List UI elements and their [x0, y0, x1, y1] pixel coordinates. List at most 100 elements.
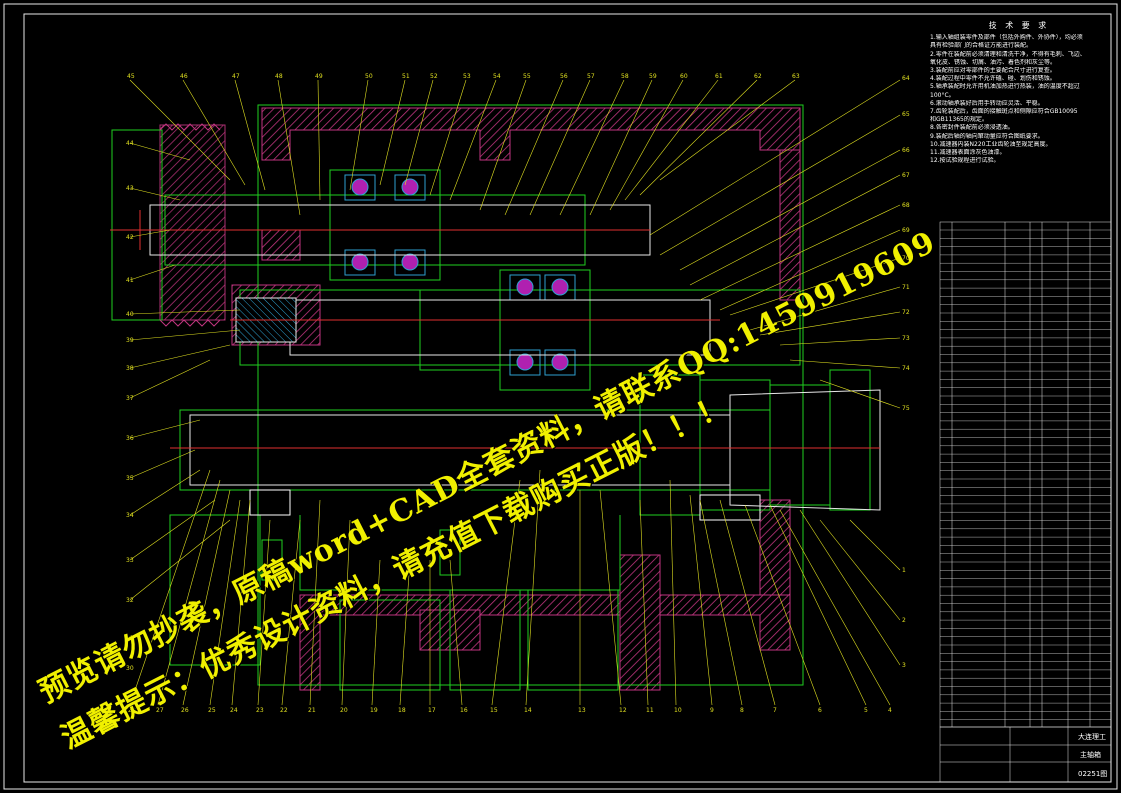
svg-text:1: 1: [902, 567, 906, 574]
notes-lines: 1.输入轴组装零件及部件（包括外购件、外协件），均必须具有检验部门的合格证方能进…: [930, 34, 1108, 165]
svg-text:9: 9: [710, 707, 714, 714]
note-line: 5.轴承装配时允许用机油加热进行热装，油的温度不超过: [930, 83, 1080, 91]
svg-text:44: 44: [126, 140, 134, 147]
svg-text:61: 61: [715, 73, 723, 80]
note-line: 和GB11365的规定。: [930, 116, 988, 124]
svg-text:20: 20: [340, 707, 348, 714]
svg-text:70: 70: [902, 255, 910, 262]
svg-text:21: 21: [308, 707, 316, 714]
svg-text:13: 13: [578, 707, 586, 714]
svg-text:66: 66: [902, 147, 910, 154]
note-line: 11.减速器表面涂灰色油漆。: [930, 149, 1006, 157]
svg-text:29: 29: [126, 695, 134, 702]
title-drawing-name: 主轴箱: [1080, 750, 1101, 759]
title-drawing-number: 02251图: [1078, 770, 1107, 778]
svg-text:30: 30: [126, 665, 134, 672]
bearings: [249, 174, 761, 521]
svg-text:43: 43: [126, 185, 134, 192]
svg-text:2: 2: [902, 617, 906, 624]
svg-text:4: 4: [888, 707, 892, 714]
center-lines: [110, 210, 880, 449]
svg-text:71: 71: [902, 284, 910, 291]
svg-text:53: 53: [463, 73, 471, 80]
svg-text:67: 67: [902, 172, 910, 179]
svg-text:68: 68: [902, 202, 910, 209]
note-line: 1.输入轴组装零件及部件（包括外购件、外协件），均必须: [930, 34, 1083, 42]
parts-list-rows: [940, 229, 1111, 720]
svg-text:73: 73: [902, 335, 910, 342]
svg-text:31: 31: [126, 635, 134, 642]
svg-text:75: 75: [902, 405, 910, 412]
svg-text:28: 28: [128, 707, 136, 714]
svg-text:24: 24: [230, 707, 238, 714]
technical-requirements: 技 术 要 求 1.输入轴组装零件及部件（包括外购件、外协件），均必须具有检验部…: [930, 21, 1108, 165]
svg-text:62: 62: [754, 73, 762, 80]
svg-text:60: 60: [680, 73, 688, 80]
svg-text:14: 14: [524, 707, 532, 714]
svg-text:65: 65: [902, 111, 910, 118]
note-line: 8.各密封件装配前必须浸透油。: [930, 124, 1014, 132]
svg-text:17: 17: [428, 707, 436, 714]
note-line: 10.减速器内装N220工业齿轮油至规定高度。: [930, 140, 1052, 148]
svg-text:50: 50: [365, 73, 373, 80]
title-company: 大连理工: [1078, 732, 1106, 741]
svg-text:11: 11: [646, 707, 654, 714]
svg-text:23: 23: [256, 707, 264, 714]
svg-text:40: 40: [126, 311, 134, 318]
svg-text:3: 3: [902, 662, 906, 669]
svg-text:51: 51: [402, 73, 410, 80]
svg-text:41: 41: [126, 277, 134, 284]
svg-text:25: 25: [208, 707, 216, 714]
svg-text:46: 46: [180, 73, 188, 80]
svg-text:45: 45: [127, 73, 135, 80]
svg-text:33: 33: [126, 557, 134, 564]
svg-text:26: 26: [181, 707, 189, 714]
parts-list: [939, 221, 1112, 728]
svg-text:36: 36: [126, 435, 134, 442]
svg-text:59: 59: [649, 73, 657, 80]
svg-text:57: 57: [587, 73, 595, 80]
svg-text:58: 58: [621, 73, 629, 80]
svg-text:55: 55: [523, 73, 531, 80]
note-line: 6.滚动轴承装好后用手转动应灵活、平稳。: [930, 99, 1044, 107]
svg-text:7: 7: [773, 707, 777, 714]
svg-text:19: 19: [370, 707, 378, 714]
leader-lines: [129, 79, 901, 706]
note-line: 具有检验部门的合格证方能进行装配。: [930, 42, 1033, 50]
svg-text:27: 27: [156, 707, 164, 714]
svg-text:35: 35: [126, 475, 134, 482]
svg-text:74: 74: [902, 365, 910, 372]
svg-text:16: 16: [460, 707, 468, 714]
svg-text:5: 5: [864, 707, 868, 714]
svg-text:54: 54: [493, 73, 501, 80]
svg-text:32: 32: [126, 597, 134, 604]
svg-text:69: 69: [902, 227, 910, 234]
svg-text:39: 39: [126, 337, 134, 344]
svg-text:10: 10: [674, 707, 682, 714]
svg-text:48: 48: [275, 73, 283, 80]
note-line: 2.零件在装配前必须清理和清洗干净，不得有毛刺、飞边、: [930, 50, 1086, 58]
note-line: 9.装配后轴的轴向窜动量应符合图纸要求。: [930, 132, 1044, 140]
svg-text:22: 22: [280, 707, 288, 714]
svg-text:72: 72: [902, 309, 910, 316]
svg-text:56: 56: [560, 73, 568, 80]
svg-text:34: 34: [126, 512, 134, 519]
svg-text:42: 42: [126, 234, 134, 241]
svg-text:52: 52: [430, 73, 438, 80]
title-block: [939, 726, 1112, 783]
svg-text:64: 64: [902, 75, 910, 82]
svg-text:38: 38: [126, 365, 134, 372]
svg-text:18: 18: [398, 707, 406, 714]
note-line: 100°C。: [930, 91, 955, 99]
note-line: 氧化皮、锈蚀、切屑、油污、着色剂和灰尘等。: [930, 58, 1057, 66]
svg-text:8: 8: [740, 707, 744, 714]
notes-title: 技 术 要 求: [988, 21, 1050, 30]
svg-text:15: 15: [490, 707, 498, 714]
note-line: 12.按试验规程进行试验。: [930, 157, 1000, 165]
svg-text:63: 63: [792, 73, 800, 80]
note-line: 4.装配过程中零件不允许磕、碰、划伤和锈蚀。: [930, 75, 1056, 83]
svg-text:6: 6: [818, 707, 822, 714]
svg-text:47: 47: [232, 73, 240, 80]
